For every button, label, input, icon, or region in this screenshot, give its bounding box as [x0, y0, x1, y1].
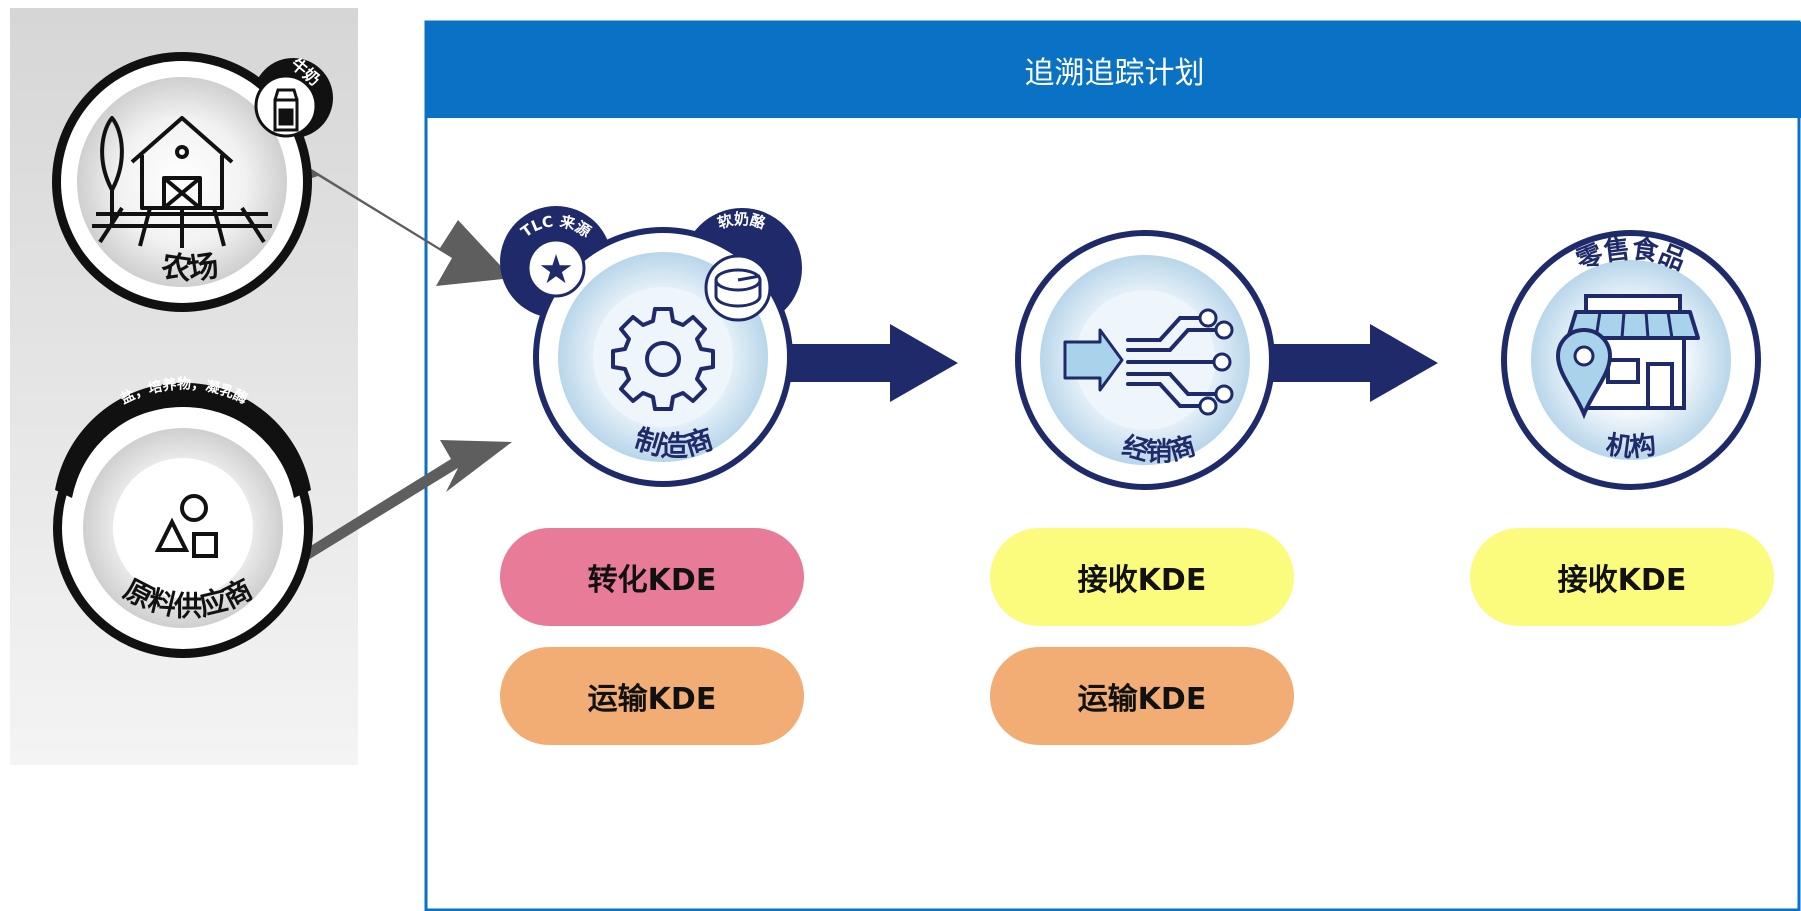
- shapes-icon: [154, 494, 218, 558]
- distributor-to-retail-arrow: [1262, 324, 1438, 402]
- farm-to-manufacturer-arrow: [300, 165, 512, 286]
- plan-banner: [426, 22, 1801, 118]
- barn-icon: [92, 116, 272, 248]
- svg-text:软奶酪: 软奶酪: [715, 210, 768, 233]
- gear-icon: [611, 307, 715, 411]
- distributor-node: 经销商: [1015, 230, 1275, 490]
- svg-text:农场: 农场: [158, 249, 221, 288]
- kde-receive-retail: 接收KDE: [1470, 528, 1774, 626]
- milk-carton-icon: [273, 88, 299, 132]
- manufacturer-to-distributor-arrow: [780, 324, 958, 402]
- kde-receive-distributor: 接收KDE: [990, 528, 1294, 626]
- kde-ship-manufacturer: 运输KDE: [500, 647, 804, 745]
- distribution-circuit-icon: [1063, 308, 1234, 416]
- retail-node: 零售食品 机构: [1501, 230, 1761, 490]
- star-icon: ★: [538, 247, 574, 293]
- ingredient-to-manufacturer-arrow: [296, 440, 512, 565]
- manufacturer-node: ★ TLC 来源 软奶酪 制造商: [500, 206, 802, 487]
- soft-cheese-tag: 软奶酪: [715, 210, 768, 233]
- farm-node: 牛奶 农场: [52, 52, 333, 312]
- kde-transform-manufacturer: 转化KDE: [500, 528, 804, 626]
- kde-ship-distributor: 运输KDE: [990, 647, 1294, 745]
- storefront-location-icon: [1555, 294, 1700, 420]
- cheese-icon: [714, 268, 762, 308]
- farm-label: 农场: [158, 249, 221, 288]
- ingredient-supplier-node: 盐，培养物，凝乳酶 原料供应商: [53, 376, 313, 658]
- plan-title: 追溯追踪计划: [1024, 56, 1205, 91]
